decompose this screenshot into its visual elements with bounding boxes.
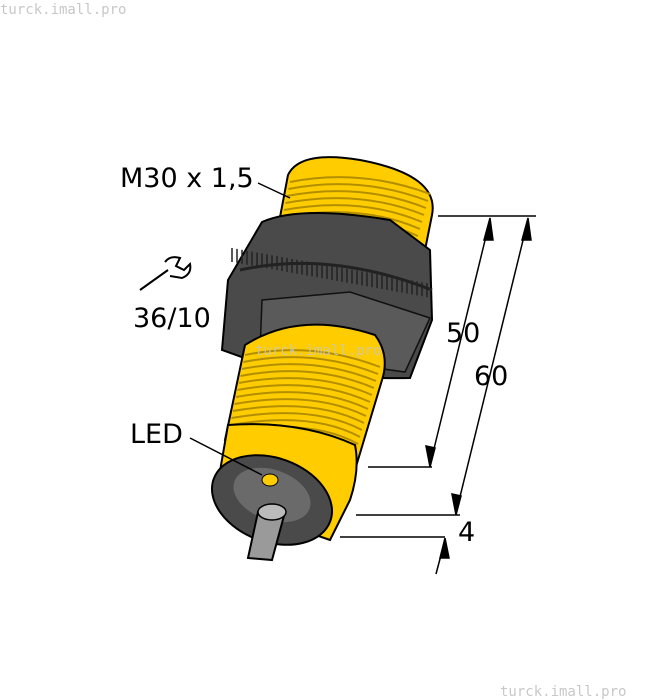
end-cap — [210, 454, 334, 546]
wrench-icon — [139, 256, 192, 291]
led-leader — [189, 437, 263, 476]
dimension-lines — [340, 215, 536, 575]
thread-ridge — [285, 197, 425, 216]
dimension-50: 50 — [446, 318, 480, 349]
dimension-60: 60 — [474, 361, 508, 392]
thread-ridge — [235, 391, 369, 410]
thread-leader — [257, 182, 291, 199]
thread-ridge — [231, 412, 363, 431]
thread-ridge — [241, 363, 377, 382]
thread-ridge — [283, 204, 423, 223]
thread-ridge — [238, 377, 373, 396]
thread-ridge — [229, 419, 361, 438]
watermark-top: turck.imall.pro — [0, 2, 126, 18]
led-indicator — [261, 473, 279, 487]
sensor-body — [210, 156, 434, 562]
thread-ridge — [240, 370, 375, 389]
dimension-4: 4 — [458, 517, 475, 548]
watermark-bottom: turck.imall.pro — [500, 684, 626, 700]
thread-label: M30 x 1,5 — [120, 163, 254, 194]
thread-ridge — [286, 190, 427, 209]
thread-ridge — [244, 349, 381, 368]
thread-ridge — [288, 183, 429, 202]
cable — [246, 503, 287, 562]
wrench-size-label: 36/10 — [133, 303, 211, 334]
thread-ridge — [232, 405, 365, 424]
thread-ridge — [289, 176, 431, 195]
thread-ridge — [237, 384, 371, 403]
thread-ridge — [243, 356, 379, 375]
led-label: LED — [130, 419, 183, 450]
watermark-center: turck.imall.pro — [255, 343, 381, 359]
thread-ridge — [234, 398, 367, 417]
